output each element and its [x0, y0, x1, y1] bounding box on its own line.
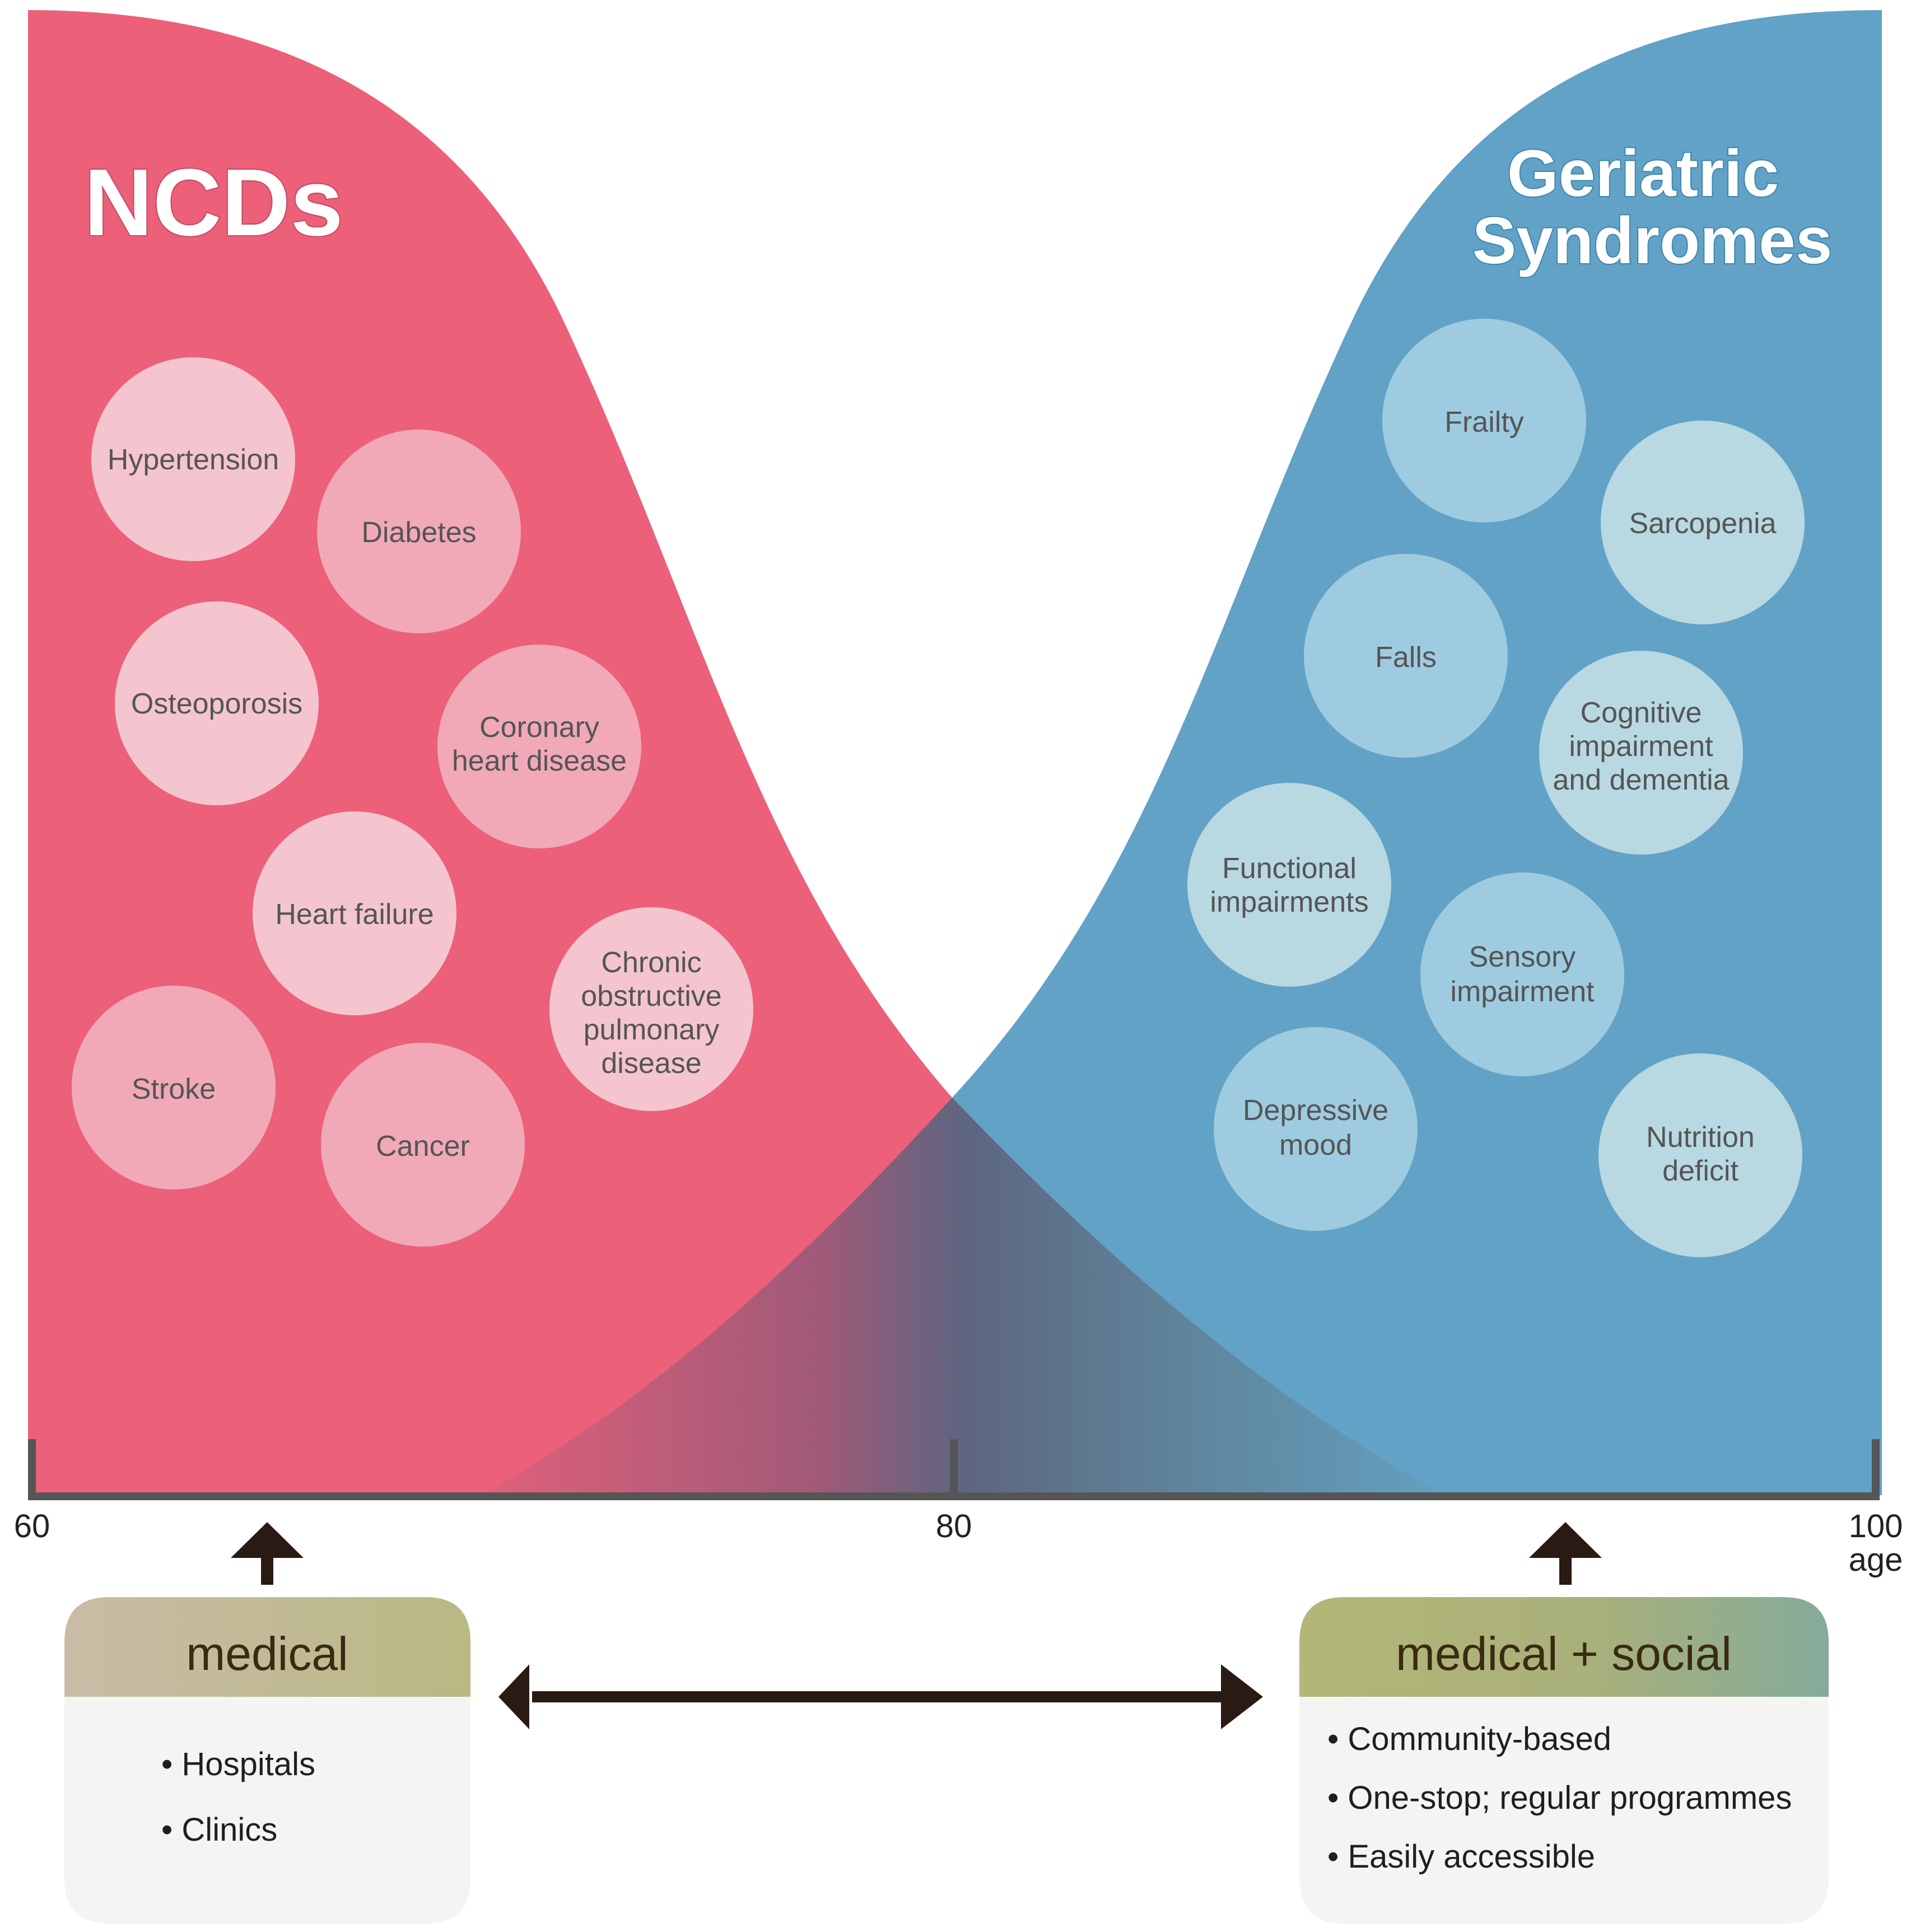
svg-text:and dementia: and dementia — [1553, 764, 1729, 796]
medsocial-item-community: Community-based — [1348, 1721, 1611, 1757]
circle-heart-failure: Heart failure — [253, 811, 456, 1015]
geriatric-title-line-2: Syndromes — [1472, 204, 1833, 278]
svg-text:disease: disease — [601, 1047, 701, 1080]
geriatric-title-line-1: Geriatric — [1507, 137, 1779, 211]
medical-item-clinics: Clinics — [181, 1812, 277, 1848]
circle-hypertension: Hypertension — [91, 357, 295, 561]
medical-social-header: medical + social — [1396, 1627, 1732, 1680]
up-arrow-medical — [231, 1522, 304, 1585]
svg-text:Cancer: Cancer — [376, 1130, 470, 1163]
medical-social-care-box: medical + social • Community-based • One… — [1299, 1597, 1829, 1924]
geriatric-title: Geriatric Syndromes — [1472, 137, 1833, 278]
overlap-region — [482, 1098, 1445, 1495]
svg-text:Nutrition: Nutrition — [1646, 1121, 1755, 1154]
axis-unit-label: age — [1849, 1542, 1903, 1578]
svg-text:Cognitive: Cognitive — [1581, 697, 1702, 729]
svg-text:Sarcopenia: Sarcopenia — [1629, 507, 1776, 540]
circle-coronary-heart-disease: Coronary heart disease — [437, 645, 641, 848]
svg-text:• Easily accessible: • Easily accessible — [1327, 1838, 1595, 1875]
circle-osteoporosis: Osteoporosis — [115, 601, 319, 805]
medsocial-item-accessible: Easily accessible — [1348, 1838, 1595, 1875]
circle-stroke: Stroke — [72, 986, 276, 1189]
circle-falls: Falls — [1304, 554, 1508, 758]
svg-text:deficit: deficit — [1662, 1155, 1738, 1187]
svg-text:Diabetes: Diabetes — [361, 516, 476, 549]
svg-text:Hypertension: Hypertension — [108, 444, 279, 476]
svg-text:mood: mood — [1279, 1129, 1352, 1161]
svg-text:• Community-based: • Community-based — [1327, 1721, 1611, 1757]
circle-nutrition-deficit: Nutrition deficit — [1598, 1053, 1802, 1257]
svg-text:Chronic: Chronic — [601, 946, 701, 979]
double-arrow — [498, 1664, 1263, 1729]
svg-text:impairment: impairment — [1569, 730, 1713, 763]
tick-label-100: 100 — [1849, 1508, 1903, 1544]
ncd-title: NCDs — [84, 150, 343, 256]
circle-cancer: Cancer — [321, 1043, 525, 1247]
svg-text:impairments: impairments — [1210, 886, 1368, 918]
svg-text:• Hospitals: • Hospitals — [161, 1746, 315, 1782]
circle-frailty: Frailty — [1382, 319, 1586, 522]
medical-item-hospitals: Hospitals — [181, 1746, 315, 1782]
circle-sarcopenia: Sarcopenia — [1601, 421, 1805, 624]
circle-depressive-mood: Depressive mood — [1214, 1027, 1418, 1231]
circle-copd: Chronic obstructive pulmonary disease — [549, 907, 753, 1111]
svg-text:Sensory: Sensory — [1469, 941, 1576, 973]
ncd-circles: Hypertension Diabetes Osteoporosis Coron… — [72, 357, 753, 1247]
svg-text:• Clinics: • Clinics — [161, 1812, 277, 1848]
up-arrow-medical-social — [1529, 1522, 1602, 1585]
svg-text:Osteoporosis: Osteoporosis — [131, 688, 302, 720]
svg-text:Functional: Functional — [1222, 852, 1357, 885]
medical-header: medical — [186, 1627, 348, 1680]
svg-text:Depressive: Depressive — [1243, 1094, 1388, 1127]
age-axis: 60 80 100 age — [14, 1439, 1903, 1578]
tick-label-60: 60 — [14, 1508, 50, 1544]
svg-text:Stroke: Stroke — [132, 1073, 216, 1105]
svg-text:heart disease: heart disease — [452, 745, 627, 777]
svg-text:impairment: impairment — [1450, 976, 1595, 1008]
svg-text:obstructive: obstructive — [581, 980, 721, 1012]
circle-functional-impairments: Functional impairments — [1187, 783, 1391, 987]
circle-sensory-impairment: Sensory impairment — [1420, 872, 1624, 1076]
svg-text:Coronary: Coronary — [479, 711, 599, 744]
medsocial-item-one-stop: One-stop; regular programmes — [1348, 1780, 1792, 1816]
svg-text:Heart failure: Heart failure — [275, 898, 434, 931]
svg-text:Falls: Falls — [1375, 641, 1437, 674]
circle-cognitive-impairment: Cognitive impairment and dementia — [1539, 651, 1743, 855]
svg-text:pulmonary: pulmonary — [584, 1014, 720, 1046]
circle-diabetes: Diabetes — [317, 430, 521, 633]
medical-care-box: medical • Hospitals • Clinics — [64, 1597, 470, 1924]
svg-text:Frailty: Frailty — [1444, 406, 1524, 438]
svg-text:• One-stop; regular programmes: • One-stop; regular programmes — [1327, 1780, 1792, 1816]
geriatric-circles: Frailty Sarcopenia Falls Cognitive impai… — [1187, 319, 1805, 1257]
tick-label-80: 80 — [936, 1508, 972, 1544]
